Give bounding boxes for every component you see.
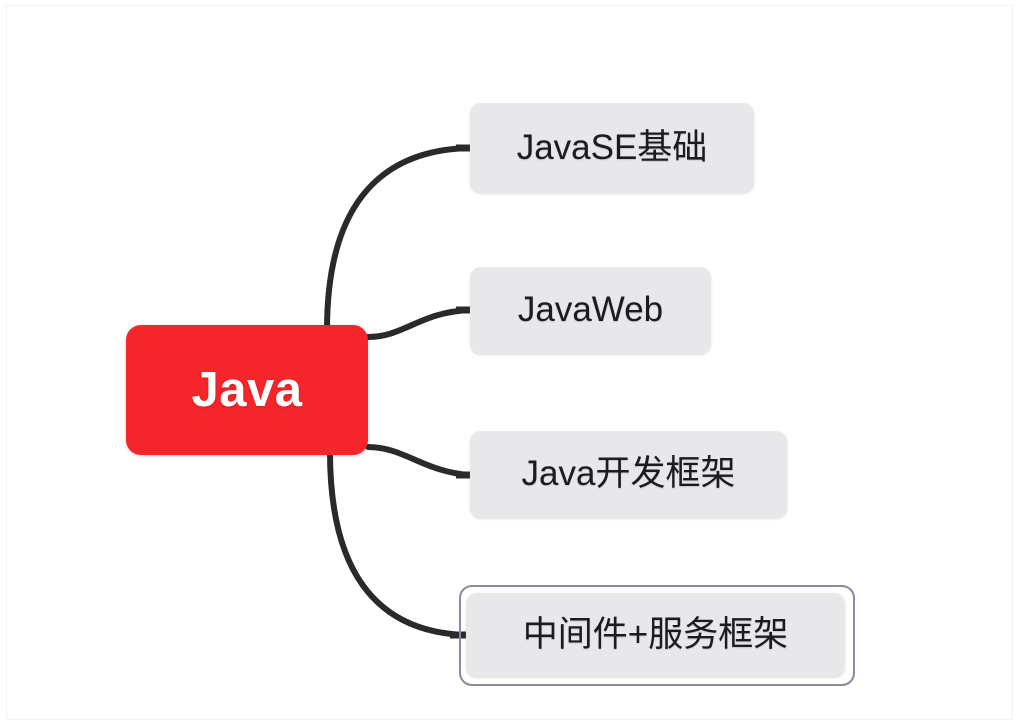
selection-ring-middleware-service-framework[interactable] bbox=[459, 585, 855, 686]
branch-node-label: 中间件+服务框架 bbox=[522, 614, 789, 654]
connector-to-java-dev-framework bbox=[365, 444, 473, 478]
branch-node-java-dev-framework[interactable]: Java开发框架 bbox=[470, 431, 787, 518]
branch-node-middleware-service-framework[interactable]: 中间件+服务框架 bbox=[466, 593, 845, 677]
branch-node-label: JavaSE基础 bbox=[516, 127, 708, 167]
branch-node-javase-basics[interactable]: JavaSE基础 bbox=[470, 103, 754, 193]
connector-to-javase-basics bbox=[324, 145, 473, 333]
branch-node-javaweb[interactable]: JavaWeb bbox=[470, 267, 711, 354]
connector-to-javaweb bbox=[365, 307, 473, 340]
branch-node-label: Java开发框架 bbox=[521, 454, 736, 494]
root-node-label: Java bbox=[191, 362, 303, 417]
root-node-java[interactable]: Java bbox=[126, 325, 368, 455]
branch-node-label: JavaWeb bbox=[517, 290, 664, 330]
connector-to-middleware-service-framework bbox=[327, 449, 469, 638]
